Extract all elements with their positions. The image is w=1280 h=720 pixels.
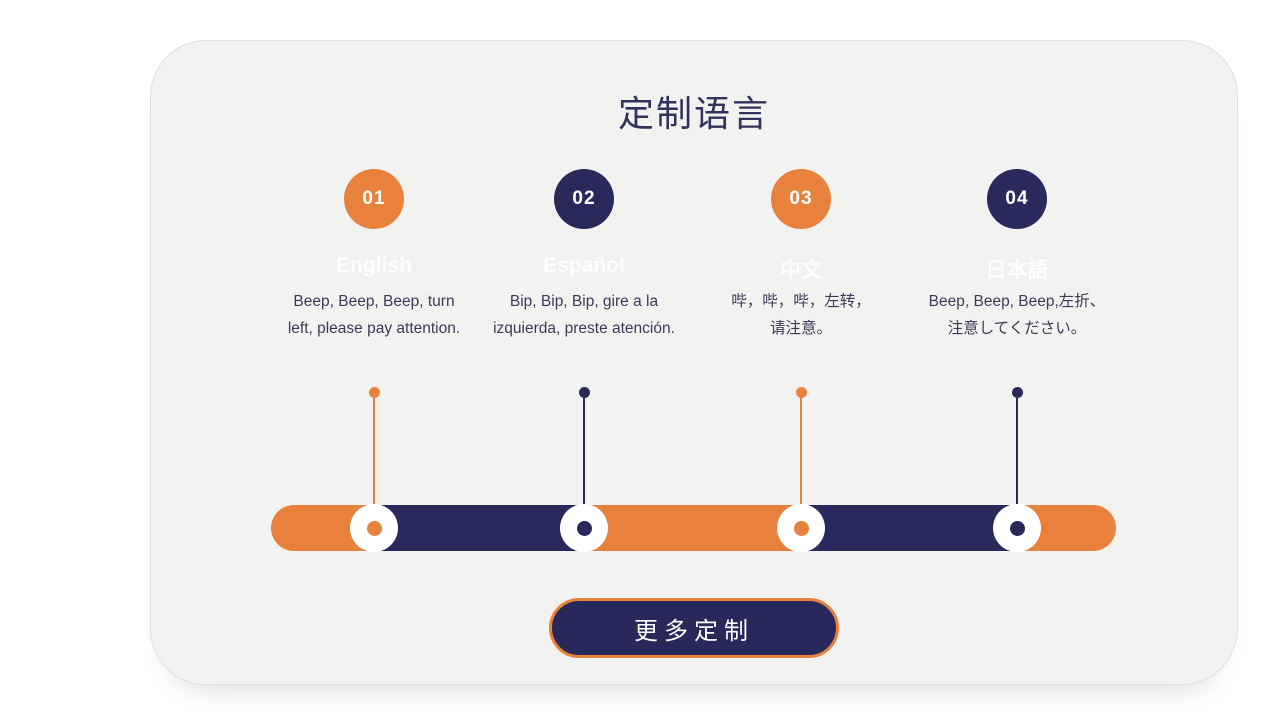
connector-dot xyxy=(1011,387,1023,398)
timeline-segment xyxy=(801,505,1017,551)
step-japanese: 04 日本語 Beep, Beep, Beep,左折、 注意してください。 xyxy=(912,169,1122,342)
connector-dot xyxy=(578,387,590,398)
marker-dot xyxy=(1009,520,1025,536)
language-label: English xyxy=(336,254,412,277)
language-label: Español xyxy=(543,254,625,277)
language-label: 日本語 xyxy=(985,259,1049,282)
connector-dot xyxy=(368,387,380,398)
connector-4 xyxy=(1011,387,1023,528)
connector-3 xyxy=(795,387,807,528)
marker-dot xyxy=(576,520,592,536)
connector-line xyxy=(583,398,585,528)
more-customization-button[interactable]: 更多定制 xyxy=(549,598,839,658)
timeline-marker-2 xyxy=(560,504,608,552)
step-chinese: 03 中文 哔，哔，哔，左转， 请注意。 xyxy=(696,169,906,342)
connector-2 xyxy=(578,387,590,528)
connector-1 xyxy=(368,387,380,528)
connector-line xyxy=(373,398,375,528)
timeline-segment xyxy=(374,505,584,551)
step-number-badge: 04 xyxy=(987,169,1047,229)
connector-dot xyxy=(795,387,807,398)
step-description: 哔，哔，哔，左转， 请注意。 xyxy=(731,293,871,337)
step-description: Beep, Beep, Beep,左折、 注意してください。 xyxy=(928,293,1106,337)
timeline-segment xyxy=(584,505,801,551)
timeline-marker-3 xyxy=(777,504,825,552)
timeline-marker-1 xyxy=(350,504,398,552)
step-spanish: 02 Español Bip, Bip, Bip, gire a la izqu… xyxy=(479,169,689,342)
connector-line xyxy=(1016,398,1018,528)
step-number-badge: 03 xyxy=(771,169,831,229)
marker-dot xyxy=(366,520,382,536)
connector-line xyxy=(800,398,802,528)
step-description: Beep, Beep, Beep, turn left, please pay … xyxy=(287,293,461,337)
step-number-badge: 02 xyxy=(554,169,614,229)
step-english: 01 English Beep, Beep, Beep, turn left, … xyxy=(269,169,479,342)
page-title: 定制语言 xyxy=(617,93,770,134)
step-description: Bip, Bip, Bip, gire a la izquierda, pres… xyxy=(493,293,675,337)
marker-dot xyxy=(793,520,809,536)
language-label: 中文 xyxy=(780,259,822,282)
language-card: 定制语言 01 English Beep, Beep, Beep, turn l… xyxy=(150,40,1238,685)
step-number-badge: 01 xyxy=(344,169,404,229)
timeline-marker-4 xyxy=(993,504,1041,552)
